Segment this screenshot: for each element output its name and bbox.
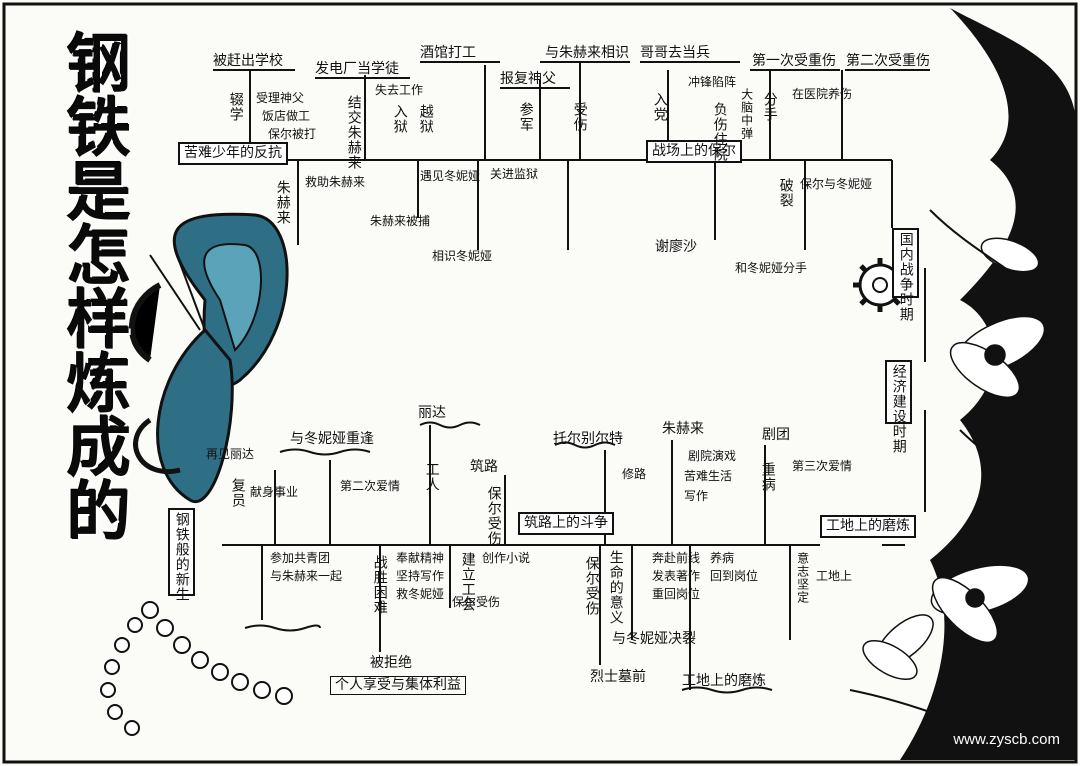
decor-vines [849, 209, 1071, 751]
top-label: 保尔与冬妮娅 [800, 177, 873, 191]
node-bottom-end: 工地上的磨炼 [820, 515, 916, 538]
bottom-label: 工地上 [816, 569, 853, 583]
bottom-header: 与冬妮娅重逢 [290, 431, 374, 447]
bottom-header: 再见丽达 [206, 447, 255, 461]
bottom-label: 养病 [710, 551, 735, 565]
bottom-label: 参加共青团 [270, 551, 331, 565]
page-title: 钢铁是怎样炼成的 [56, 30, 130, 542]
butterfly-illustration [129, 212, 289, 504]
bottom-footer: 与冬妮娅决裂 [612, 631, 696, 647]
top-label: 保尔被打 [268, 127, 317, 141]
bottom-label: 意志坚定 [795, 552, 810, 604]
bottom-header: 剧团 [762, 427, 790, 443]
top-label: 辍学 [227, 92, 244, 122]
top-label: 遇见冬妮娅 [420, 169, 481, 183]
top-header: 第二次受重伤 [846, 53, 930, 69]
top-label: 冲锋陷阵 [688, 75, 737, 89]
bottom-label: 修路 [622, 467, 647, 481]
top-label: 朱赫来 [274, 180, 291, 225]
top-header: 第一次受重伤 [752, 53, 836, 69]
bottom-label: 重病 [759, 462, 776, 492]
bottom-label: 回到岗位 [710, 569, 759, 583]
bottom-label: 剧院演戏 [688, 449, 737, 463]
bottom-header: 朱赫来 [662, 421, 704, 437]
top-label: 参军 [517, 102, 534, 132]
bottom-footer: 个人享受与集体利益 [330, 676, 466, 695]
top-label: 负伤住院 [711, 102, 728, 162]
top-label: 分手 [761, 92, 778, 122]
bottom-footer: 工地上的磨炼 [682, 673, 766, 689]
node-bottom-mid: 筑路上的斗争 [518, 512, 614, 535]
bottom-header: 筑路 [470, 459, 498, 475]
bottom-label: 保尔受伤 [583, 556, 600, 616]
top-header: 酒馆打工 [420, 45, 476, 61]
bottom-label: 创作小说 [482, 551, 531, 565]
top-label: 越狱 [417, 104, 434, 134]
top-label: 受伤 [571, 102, 588, 132]
top-label: 失去工作 [375, 83, 424, 97]
node-top-start: 苦难少年的反抗 [178, 142, 288, 165]
bottom-label: 坚持写作 [396, 569, 445, 583]
top-header: 被赶出学校 [213, 53, 283, 69]
bottom-label: 生命的意义 [607, 550, 624, 625]
bottom-label: 救冬妮娅 [396, 587, 445, 601]
top-label: 入狱 [391, 104, 408, 134]
bottom-footer: 烈士墓前 [590, 669, 646, 685]
bottom-label: 建立工会 [459, 552, 476, 612]
top-label: 和冬妮娅分手 [735, 261, 808, 275]
top-timeline [213, 61, 930, 362]
decor-flowers [862, 237, 1046, 681]
top-header: 与朱赫来相识 [545, 45, 629, 61]
decor-black-panel [900, 8, 1076, 760]
top-header: 发电厂当学徒 [315, 61, 399, 77]
bottom-label: 战胜困难 [371, 555, 388, 615]
top-label: 破裂 [777, 178, 794, 208]
top-label: 入党 [651, 92, 668, 122]
bottom-label: 与朱赫来一起 [270, 569, 343, 583]
bottom-header: 第三次爱情 [792, 459, 853, 473]
bottom-label: 发表著作 [652, 569, 701, 583]
top-header: 报复神父 [500, 71, 556, 87]
top-label: 谢廖沙 [655, 239, 697, 255]
top-label: 关进监狱 [490, 167, 539, 181]
bottom-label: 献身事业 [250, 485, 299, 499]
bottom-label: 复员 [229, 478, 246, 508]
node-top-end: 国内战争时期 [892, 228, 919, 322]
bottom-footer: 保尔受伤 [452, 595, 501, 609]
bottom-footer: 被拒绝 [370, 655, 412, 671]
top-label: 相识冬妮娅 [432, 249, 493, 263]
top-label: 救助朱赫来 [305, 175, 366, 189]
decor-bead-chain [100, 601, 293, 736]
top-label: 大脑中弹 [739, 88, 754, 140]
top-header: 哥哥去当兵 [640, 45, 710, 61]
bottom-header: 托尔别尔特 [553, 431, 623, 447]
node-period-economy: 经济建设时期 [885, 360, 912, 454]
top-label: 朱赫来被捕 [370, 214, 431, 228]
bottom-label: 工人 [423, 462, 440, 492]
bottom-label: 写作 [684, 489, 709, 503]
bottom-header: 第二次爱情 [340, 479, 401, 493]
node-top-mid: 战场上的保尔 [646, 140, 742, 163]
bottom-label: 保尔受伤 [485, 486, 502, 546]
watermark: www.zyscb.com [953, 731, 1060, 748]
top-label: 饭店做工 [262, 109, 311, 123]
bottom-header: 丽达 [418, 405, 446, 421]
bottom-label: 苦难生活 [684, 469, 733, 483]
bottom-label: 奔赴前线 [652, 551, 701, 565]
bottom-label: 重回岗位 [652, 587, 701, 601]
bottom-label: 奉献精神 [396, 551, 445, 565]
top-label: 在医院养伤 [792, 87, 853, 101]
node-bottom-start: 钢铁般的新生 [168, 508, 195, 602]
top-label: 结交朱赫来 [345, 95, 362, 170]
top-label: 受理神父 [256, 91, 305, 105]
